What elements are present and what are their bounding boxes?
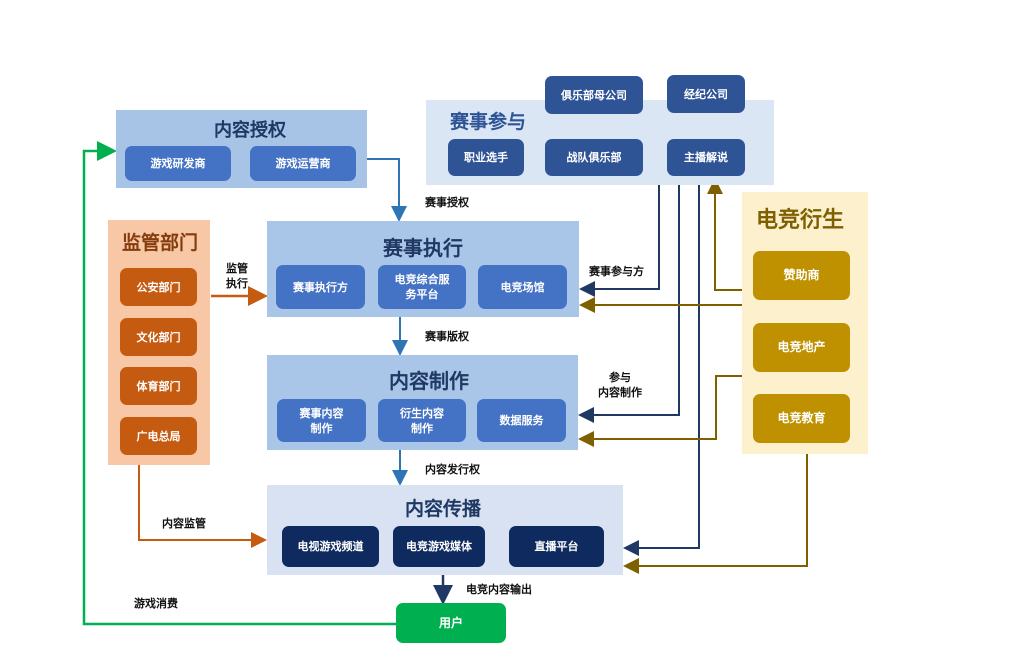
node-esports-media[interactable]: 电竞游戏媒体: [393, 526, 485, 567]
label-content-distribution-rights: 内容发行权: [425, 463, 480, 476]
node-event-content-production[interactable]: 赛事内容 制作: [277, 399, 366, 442]
node-esports-education[interactable]: 电竞教育: [753, 394, 850, 443]
label-game-consumption: 游戏消费: [134, 597, 178, 610]
node-streamer-commentator[interactable]: 主播解说: [667, 139, 745, 176]
label-line: 监管: [226, 262, 248, 275]
edge-content-regulation: [138, 465, 267, 548]
node-label-line: 务平台: [405, 288, 439, 301]
edge-realestate-to-production: [578, 375, 742, 447]
node-tv-game-channel[interactable]: 电视游戏频道: [282, 526, 379, 567]
group-title: 监管部门: [122, 232, 199, 254]
group-title: 内容制作: [389, 369, 469, 393]
node-user[interactable]: 用户: [396, 603, 506, 643]
label-line: 内容制作: [598, 386, 642, 399]
group-title: 内容授权: [214, 120, 286, 141]
group-title: 电竞衍生: [756, 208, 845, 233]
label-regulation-execution: 监管 执行: [226, 261, 248, 291]
node-esports-real-estate[interactable]: 电竞地产: [753, 323, 850, 372]
node-radio-tv-admin[interactable]: 广电总局: [120, 417, 197, 455]
node-esports-venue[interactable]: 电竞场馆: [478, 265, 567, 309]
edge-sponsor-to-streamer: [707, 178, 742, 291]
node-derivative-content-production[interactable]: 衍生内容 制作: [378, 399, 466, 442]
node-culture-dept[interactable]: 文化部门: [120, 318, 197, 356]
label-esports-content-output: 电竞内容输出: [466, 583, 532, 596]
node-label-line: 制作: [310, 421, 333, 435]
label-event-authorization: 赛事授权: [425, 196, 469, 209]
edge-participants-to-exec: [579, 184, 660, 297]
node-pro-player[interactable]: 职业选手: [448, 139, 524, 176]
edge-game-consumption: [82, 141, 396, 626]
node-team-club[interactable]: 战队俱乐部: [545, 139, 643, 176]
node-game-operator[interactable]: 游戏运营商: [250, 146, 356, 181]
node-agency[interactable]: 经纪公司: [667, 75, 745, 113]
edge-education-to-distribution: [623, 454, 808, 574]
node-esports-service-platform[interactable]: 电竞综合服 务平台: [378, 265, 466, 309]
label-line: 执行: [226, 277, 248, 290]
node-event-executor[interactable]: 赛事执行方: [276, 265, 365, 309]
group-title: 赛事执行: [383, 236, 463, 260]
node-label-line: 赛事内容: [299, 406, 344, 420]
label-line: 参与: [609, 371, 631, 384]
label-content-regulation: 内容监管: [162, 517, 206, 530]
node-sports-dept[interactable]: 体育部门: [120, 367, 197, 405]
edge-participants-to-production: [578, 184, 680, 423]
group-title: 内容传播: [405, 498, 482, 520]
label-event-participants: 赛事参与方: [589, 265, 644, 278]
node-sponsor[interactable]: 赞助商: [753, 251, 850, 300]
label-participate-content-production: 参与 内容制作: [598, 370, 642, 400]
node-public-security[interactable]: 公安部门: [120, 268, 197, 306]
label-event-copyright: 赛事版权: [425, 330, 469, 343]
node-game-developer[interactable]: 游戏研发商: [125, 146, 231, 181]
node-club-parent-company[interactable]: 俱乐部母公司: [545, 76, 643, 114]
node-live-streaming-platform[interactable]: 直播平台: [509, 526, 604, 567]
node-label-line: 衍生内容: [400, 406, 444, 420]
node-label-line: 电竞综合服: [394, 273, 450, 286]
edge-event-authorization: [367, 158, 407, 222]
edge-participants-to-distribution: [623, 184, 700, 556]
node-label-line: 制作: [411, 421, 433, 435]
node-data-services[interactable]: 数据服务: [477, 399, 566, 442]
group-title: 赛事参与: [450, 111, 527, 133]
